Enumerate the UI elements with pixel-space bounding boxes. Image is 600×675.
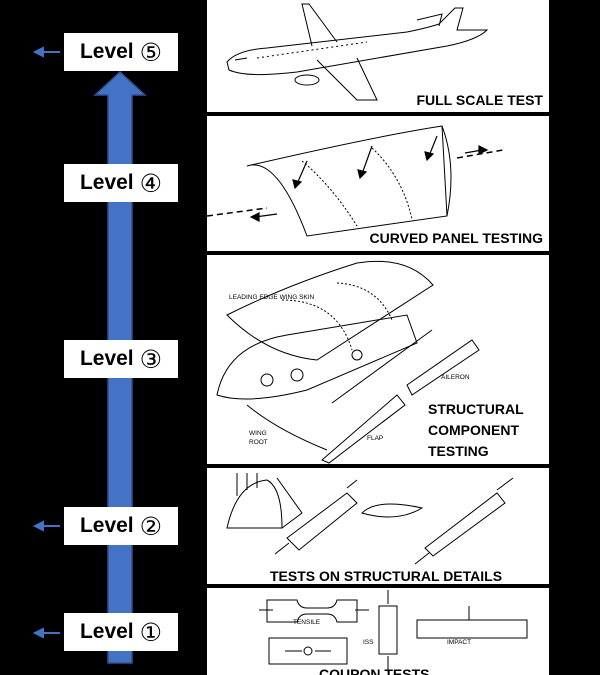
root-label: ROOT — [249, 439, 268, 446]
full-scale-panel: FULL SCALE TEST — [207, 0, 549, 112]
level-word: Level — [79, 514, 134, 537]
level-number: ① — [139, 617, 163, 647]
wing-label: WING — [249, 430, 267, 437]
flap-label: FLAP — [367, 435, 384, 442]
curved-panel-illustration — [207, 125, 504, 237]
level-number: ④ — [139, 168, 163, 198]
leading-edge-label: LEADING EDGE WING SKIN — [229, 294, 315, 301]
level-word: Level — [79, 620, 134, 643]
structural-details-illustration — [226, 473, 514, 565]
airplane-illustration — [226, 3, 489, 101]
level-word: Level — [79, 171, 134, 194]
structural-details-panel: TESTS ON STRUCTURAL DETAILS — [207, 468, 549, 584]
coupon-caption: COUPON TESTS — [319, 666, 430, 675]
component-caption-line1: STRUCTURAL — [428, 401, 524, 417]
curved-panel-caption: CURVED PANEL TESTING — [369, 230, 543, 246]
structural-details-caption: TESTS ON STRUCTURAL DETAILS — [270, 568, 503, 584]
structural-component-panel: LEADING EDGE WING SKIN AILERON WING ROOT… — [207, 255, 549, 464]
wing-component-illustration — [216, 260, 480, 464]
component-caption-line2: COMPONENT — [428, 422, 519, 438]
impact-label: IMPACT — [447, 639, 472, 646]
curved-panel-panel: CURVED PANEL TESTING — [207, 116, 549, 251]
coupon-panel: TENSILE ISS IMPACT COUPON TESTS — [207, 588, 549, 675]
tensile-label: TENSILE — [293, 619, 321, 626]
aileron-label: AILERON — [441, 374, 470, 381]
level-word: Level — [79, 40, 134, 63]
level-number: ③ — [139, 344, 163, 374]
iss-label: ISS — [363, 639, 374, 646]
component-caption-line3: TESTING — [428, 443, 489, 459]
full-scale-caption: FULL SCALE TEST — [416, 92, 543, 108]
level-number: ② — [139, 511, 163, 541]
level-number: ⑤ — [139, 37, 163, 67]
coupon-illustration — [259, 590, 528, 672]
level-word: Level — [79, 347, 134, 370]
